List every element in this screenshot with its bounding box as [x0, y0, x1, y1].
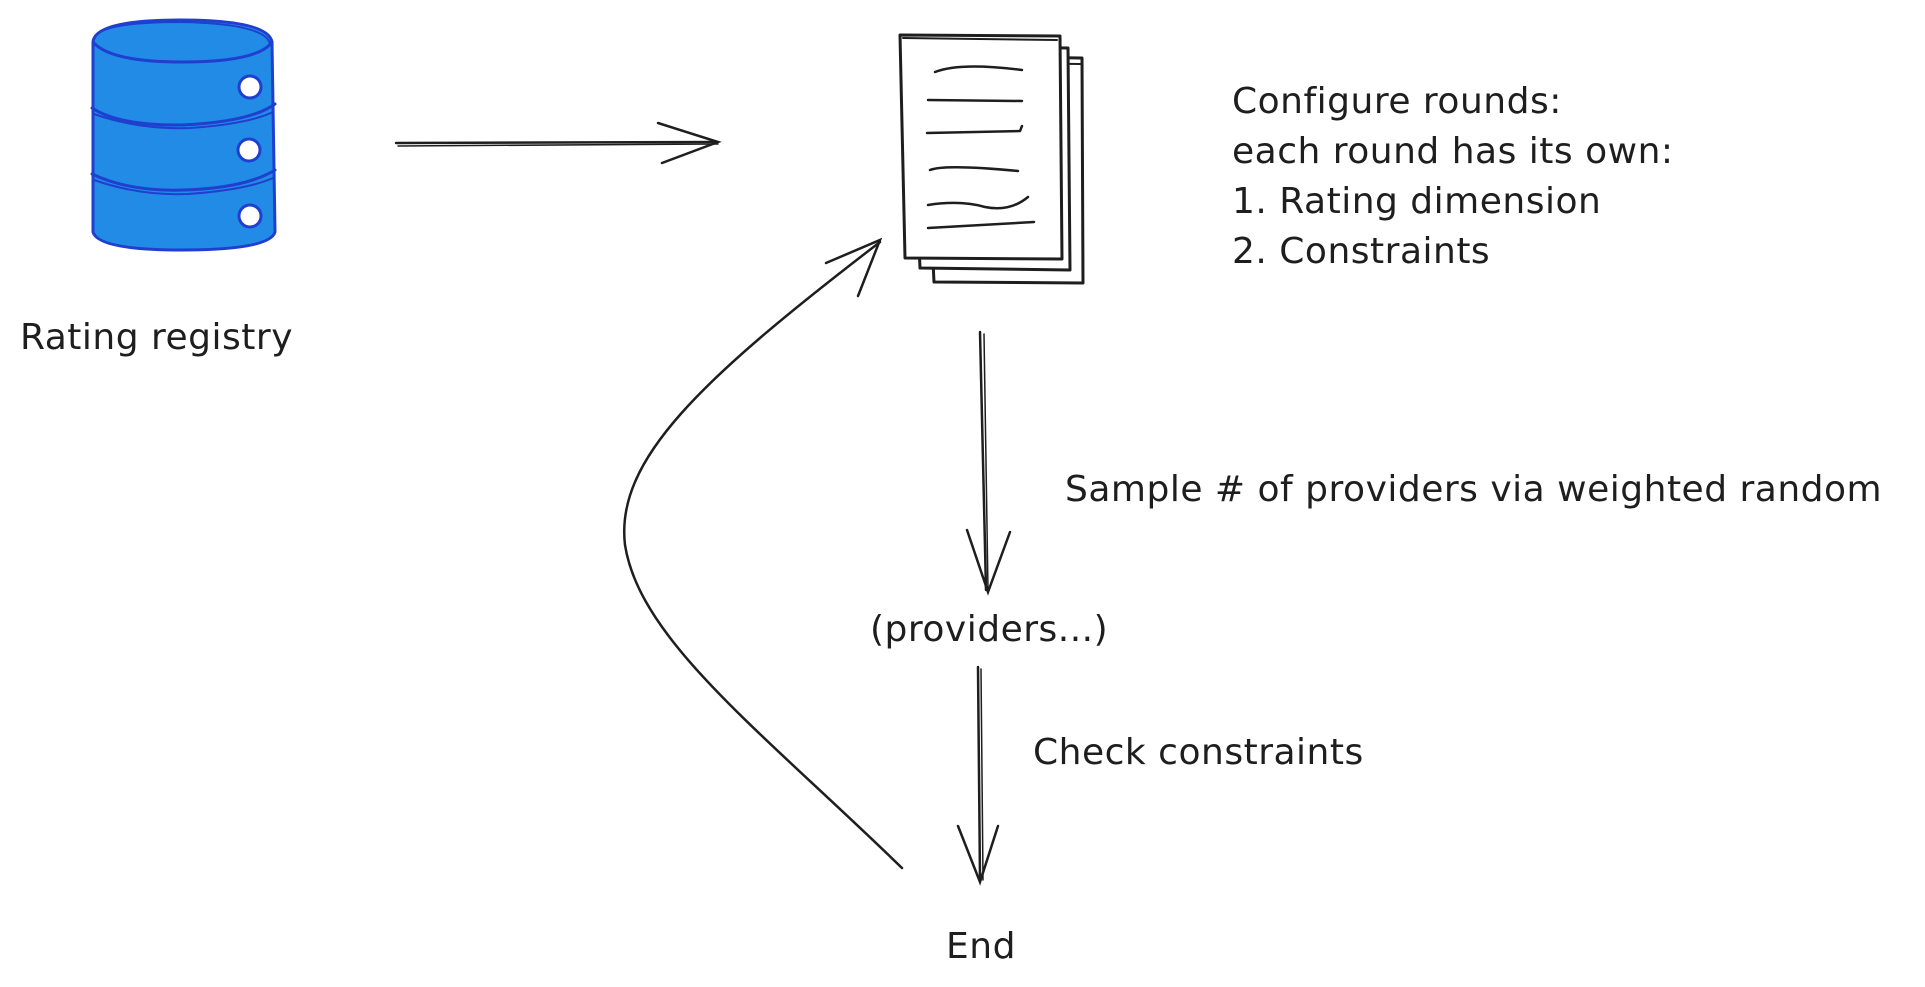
- arrow-end-to-config: [622, 237, 904, 870]
- config-line: 2. Constraints: [1232, 231, 1491, 272]
- document-stack-icon: [898, 33, 1085, 285]
- arrow-providers-to-end: [956, 665, 1000, 886]
- providers-label: (providers...): [870, 609, 1109, 650]
- config-description: Configure rounds: each round has its own…: [1232, 77, 1674, 277]
- config-line: each round has its own:: [1232, 131, 1674, 172]
- database-icon: [90, 18, 277, 252]
- config-line: Configure rounds:: [1232, 81, 1562, 122]
- edge-label-sample: Sample # of providers via weighted rando…: [1065, 469, 1883, 510]
- config-line: 1. Rating dimension: [1232, 181, 1602, 222]
- arrow-registry-to-config: [394, 121, 722, 165]
- end-label: End: [946, 926, 1016, 967]
- arrow-config-to-providers: [965, 330, 1012, 596]
- edge-label-check: Check constraints: [1033, 732, 1364, 773]
- registry-label: Rating registry: [20, 317, 293, 358]
